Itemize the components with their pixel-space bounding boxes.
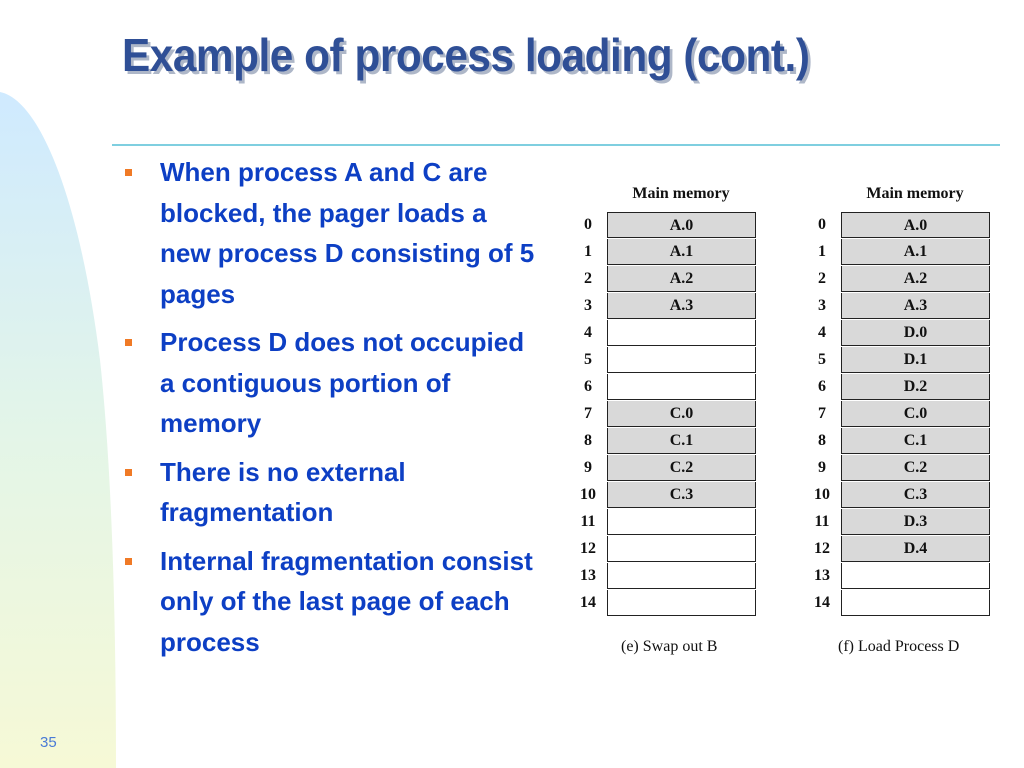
memory-frame-empty bbox=[607, 347, 756, 373]
frame-number: 12 bbox=[814, 540, 830, 557]
frame-number: 3 bbox=[818, 297, 826, 314]
frame-number: 0 bbox=[584, 216, 592, 233]
bullet-item: Internal fragmentation consist only of t… bbox=[120, 541, 540, 663]
memory-frame-occupied: A.3 bbox=[607, 293, 756, 319]
memory-frame-empty bbox=[607, 509, 756, 535]
memory-frame-occupied: A.3 bbox=[841, 293, 990, 319]
frame-number: 10 bbox=[580, 486, 596, 503]
frame-number: 14 bbox=[580, 594, 596, 611]
memory-frame-occupied: D.4 bbox=[841, 536, 990, 562]
memory-frame-occupied: C.2 bbox=[841, 455, 990, 481]
memory-frame-occupied: D.0 bbox=[841, 320, 990, 346]
diagram-caption: (e) Swap out B bbox=[621, 638, 718, 655]
frame-number: 14 bbox=[814, 594, 830, 611]
memory-frame-empty bbox=[607, 536, 756, 562]
memory-frame-occupied: D.1 bbox=[841, 347, 990, 373]
memory-frame-empty bbox=[607, 563, 756, 589]
memory-frame-occupied: A.1 bbox=[841, 239, 990, 265]
memory-header: Main memory bbox=[866, 185, 964, 202]
frame-number: 13 bbox=[580, 567, 596, 584]
frame-number: 4 bbox=[584, 324, 592, 341]
memory-frame-occupied: D.3 bbox=[841, 509, 990, 535]
frame-number: 5 bbox=[584, 351, 592, 368]
square-bullet-icon bbox=[125, 557, 132, 565]
background-swoosh bbox=[0, 92, 116, 768]
frame-number: 11 bbox=[814, 513, 830, 530]
frame-number: 8 bbox=[584, 432, 592, 449]
frame-number: 12 bbox=[580, 540, 596, 557]
bullet-item: There is no external fragmentation bbox=[120, 452, 540, 533]
frame-number: 7 bbox=[584, 405, 592, 422]
bullet-list: When process A and C are blocked, the pa… bbox=[120, 152, 540, 670]
memory-frame-occupied: D.2 bbox=[841, 374, 990, 400]
memory-frame-empty bbox=[607, 590, 756, 616]
square-bullet-icon bbox=[125, 468, 132, 476]
memory-frame-occupied: A.2 bbox=[841, 266, 990, 292]
bullet-item: When process A and C are blocked, the pa… bbox=[120, 152, 540, 314]
frame-number: 1 bbox=[818, 243, 826, 260]
frame-number: 2 bbox=[584, 270, 592, 287]
memory-frame-occupied: A.1 bbox=[607, 239, 756, 265]
memory-frame-occupied: A.0 bbox=[841, 212, 990, 238]
square-bullet-icon bbox=[125, 169, 132, 176]
memory-frame-occupied: C.2 bbox=[607, 455, 756, 481]
frame-number: 4 bbox=[818, 324, 826, 341]
memory-header: Main memory bbox=[632, 185, 730, 202]
memory-frame-occupied: A.2 bbox=[607, 266, 756, 292]
memory-frame-empty bbox=[841, 590, 990, 616]
frame-number: 6 bbox=[584, 378, 592, 395]
frame-number: 3 bbox=[584, 297, 592, 314]
memory-frame-empty bbox=[607, 320, 756, 346]
slide-title: Example of process loading (cont.) bbox=[122, 29, 810, 81]
diagram-caption: (f) Load Process D bbox=[838, 638, 960, 655]
frame-number: 7 bbox=[818, 405, 826, 422]
bullet-item: Process D does not occupied a contiguous… bbox=[120, 322, 540, 444]
bullet-text: There is no external fragmentation bbox=[160, 456, 406, 528]
memory-frame-occupied: C.0 bbox=[841, 401, 990, 427]
frame-number: 5 bbox=[818, 351, 826, 368]
frame-number: 11 bbox=[580, 513, 596, 530]
title-divider bbox=[112, 144, 1000, 146]
frame-number: 9 bbox=[584, 459, 592, 476]
memory-frame-empty bbox=[607, 374, 756, 400]
memory-frame-empty bbox=[841, 563, 990, 589]
memory-frame-occupied: C.1 bbox=[607, 428, 756, 454]
bullet-text: Internal fragmentation consist only of t… bbox=[160, 545, 533, 657]
frame-number: 0 bbox=[818, 216, 826, 233]
frame-number: 6 bbox=[818, 378, 826, 395]
slide-number: 35 bbox=[40, 734, 57, 751]
frame-number: 1 bbox=[584, 243, 592, 260]
memory-frame-occupied: C.0 bbox=[607, 401, 756, 427]
frame-number: 10 bbox=[814, 486, 830, 503]
square-bullet-icon bbox=[125, 339, 132, 346]
bullet-text: Process D does not occupied a contiguous… bbox=[160, 327, 525, 438]
memory-frame-occupied: A.0 bbox=[607, 212, 756, 238]
memory-frame-occupied: C.3 bbox=[841, 482, 990, 508]
memory-frame-occupied: C.3 bbox=[607, 482, 756, 508]
memory-frame-occupied: C.1 bbox=[841, 428, 990, 454]
frame-number: 9 bbox=[818, 459, 826, 476]
bullet-text: When process A and C are blocked, the pa… bbox=[160, 157, 535, 309]
frame-number: 2 bbox=[818, 270, 826, 287]
frame-number: 13 bbox=[814, 567, 830, 584]
frame-number: 8 bbox=[818, 432, 826, 449]
